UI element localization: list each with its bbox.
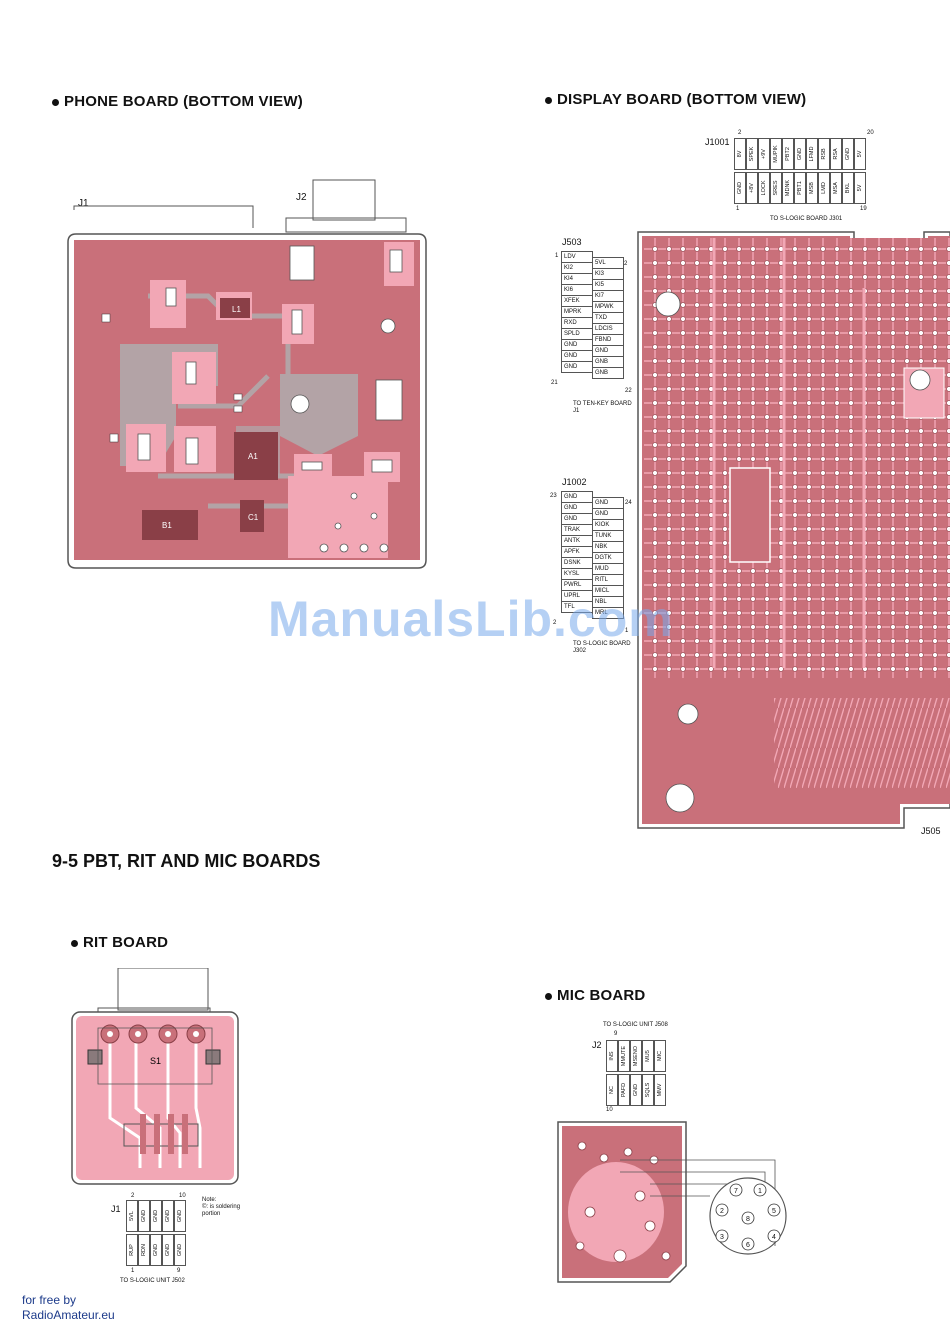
phone-j1-label: J1 [78,198,89,209]
bullet-icon [545,992,552,1000]
j1002-label: J1002 [562,477,587,487]
mic-top-row: INS MMUTE MSENO MU5 MIC [606,1040,666,1072]
display-board-pcb [637,231,950,829]
mic-pin-6: 6 [746,1242,750,1249]
bullet-icon [545,96,552,104]
j1001-pin-end: 20 [867,130,874,136]
mic-pin-7: 7 [734,1188,738,1195]
j1002-pin-first-left: 23 [550,493,557,499]
j1002-right-column: GND GND KIOK TUNK NBK DGTK MUD RITL MICL… [592,497,624,619]
j505-label: J505 [921,826,941,836]
j503-left-column: LDV KI2 KI4 KI6 XFEK MPRK RXD SPLD GND G… [561,251,593,373]
j1002-pin-last-left: 2 [553,620,557,626]
mic-pin-1: 1 [758,1188,762,1195]
phone-j2-label: J2 [296,192,307,203]
j1001-label: J1001 [705,137,730,147]
phone-c1-label: C1 [248,513,259,522]
j503-pin-first-right: 2 [624,261,628,267]
rit-top-row: 5VL GND GND GND GND [126,1200,186,1232]
mic-pin-8: 8 [746,1216,750,1223]
section-title: 9-5 PBT, RIT AND MIC BOARDS [52,851,321,871]
phone-b1-label: B1 [162,521,172,530]
mic-pin-4: 4 [772,1234,776,1241]
mic-board-title: MIC BOARD [545,987,645,1004]
j1001-bottom-row: GND +8V LOCK SRES MDNK PBT1 MSB LMD MSA … [734,172,866,204]
bullet-icon [71,939,78,947]
phone-board-pcb: A1 B1 C1 L1 [67,179,427,569]
phone-l1-label: L1 [232,305,241,314]
mic-pin-5: 5 [772,1208,776,1215]
rit-j1-label: J1 [111,1204,121,1214]
j1001-top-row: 8V SPEK +9V MUPIK PBT2 GND LFMD RSB RSA … [734,138,866,170]
bullet-icon [52,98,59,106]
mic-pin-bottom: 10 [606,1107,613,1113]
phone-board-title: PHONE BOARD (BOTTOM VIEW) [52,93,303,110]
j503-note: TO TEN-KEY BOARD J1 [573,401,632,414]
rit-pin-bottom-left: 1 [131,1268,135,1274]
watermark: ManualsLib.com [268,591,674,647]
j503-pin-last-right: 22 [625,388,632,394]
rit-pin-left: 2 [131,1193,135,1199]
phone-a1-label: A1 [248,452,258,461]
j1001-pin-first-bottom: 1 [736,206,740,212]
rit-pin-right: 10 [179,1193,186,1199]
rit-board-title: RIT BOARD [71,934,168,951]
footer-line1: for free by [22,1293,77,1307]
mic-bottom-row: NC PAFD GND SQLS MMV [606,1074,666,1106]
mic-j2-label: J2 [592,1040,602,1050]
j503-pin-last-left: 21 [551,380,558,386]
j503-label: J503 [562,237,582,247]
rit-note: Note: ©: is soldering portion [202,1197,241,1217]
j1002-note: TO S-LOGIC BOARD J302 [573,641,631,654]
rit-pin-bottom-right: 9 [177,1268,181,1274]
j1001-pin-start: 2 [738,130,742,136]
rit-s1-label: S1 [150,1056,161,1066]
mic-pin-top: 9 [614,1031,618,1037]
footer-link[interactable]: RadioAmateur.eu [22,1308,115,1322]
j1002-pin-first-right: 24 [625,500,632,506]
mic-pin-3: 3 [720,1234,724,1241]
display-board-title: DISPLAY BOARD (BOTTOM VIEW) [545,91,806,108]
j1002-left-column: GND GND GND TRAK ANTK APFK DSNK KYSL PWR… [561,491,593,613]
j1001-note: TO S-LOGIC BOARD J301 [770,216,843,222]
rit-board-pcb: S1 [71,968,239,1185]
j503-right-column: 5VL KI3 KI5 KI7 MPWK TXD LDCIS FBND GND … [592,257,624,379]
rit-footer-note: TO S-LOGIC UNIT J502 [120,1278,185,1284]
footer: for free by RadioAmateur.eu [22,1293,115,1323]
mic-pin-2: 2 [720,1208,724,1215]
mic-note: TO S-LOGIC UNIT J508 [603,1022,668,1028]
mic-board-pcb: 7 1 2 5 8 3 4 6 [557,1121,787,1283]
j1001-pin-last-bottom: 19 [860,206,867,212]
j1002-pin-last-right: 1 [625,628,629,634]
rit-bottom-row: RUP RDN GND GND GND [126,1234,186,1266]
j503-pin-first-left: 1 [555,253,559,259]
